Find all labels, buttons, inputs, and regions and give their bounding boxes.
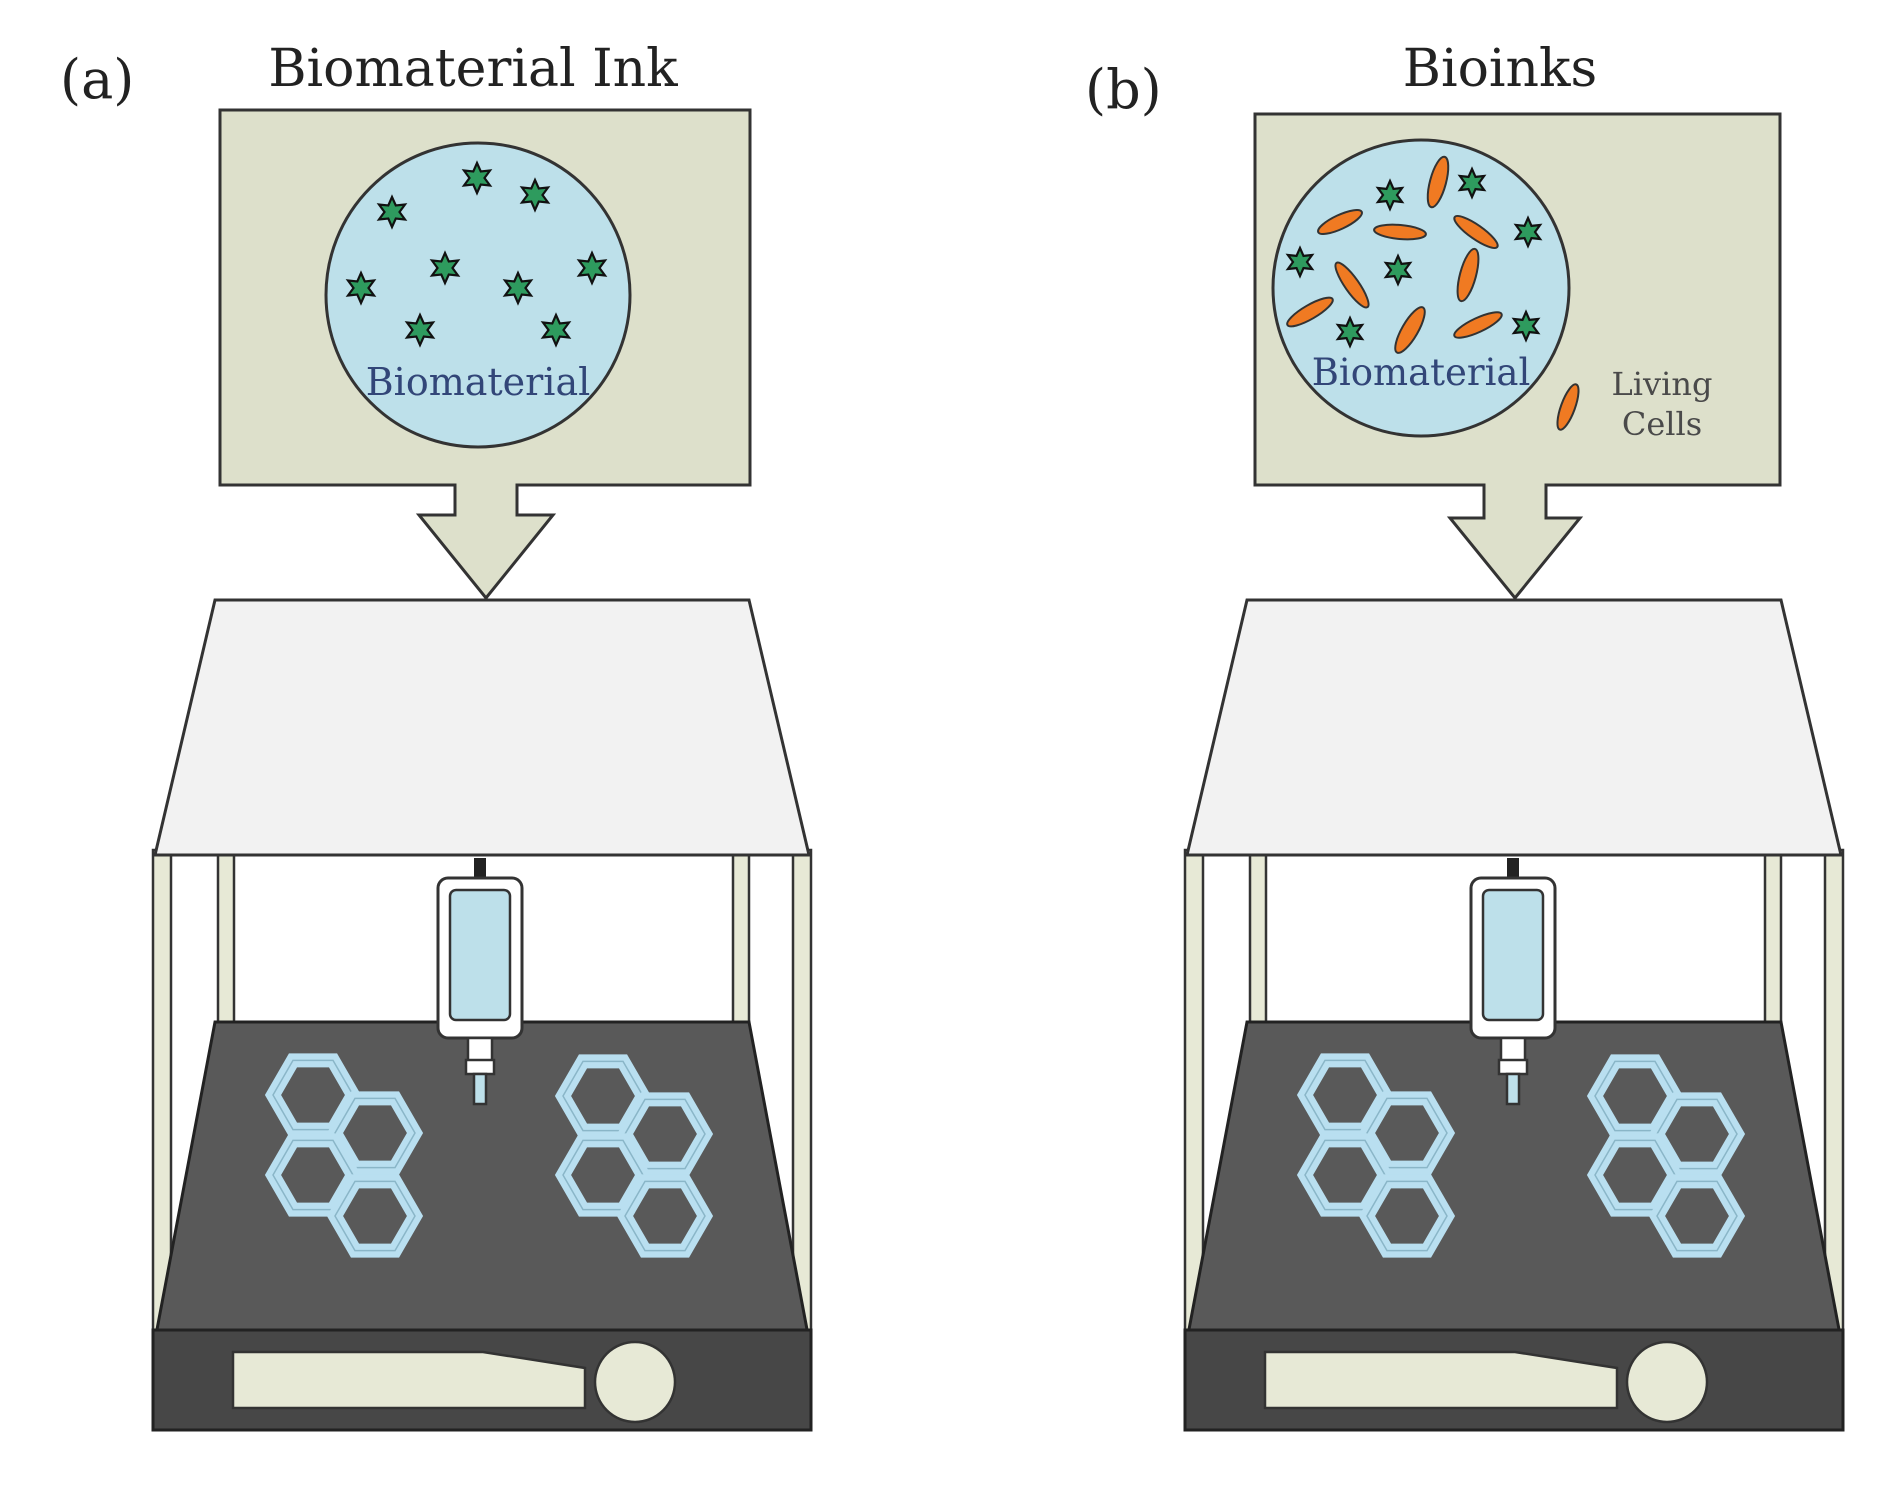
elongated-cell-icon <box>1453 311 1503 339</box>
six-point-star-icon <box>1335 315 1365 349</box>
six-point-star-icon <box>1383 253 1413 287</box>
panel-b-particles <box>1285 155 1543 354</box>
living-cell-legend-icon <box>1556 383 1580 431</box>
six-point-star-icon <box>345 270 377 306</box>
elongated-cell-icon <box>1426 155 1450 209</box>
panel-a-particles <box>345 160 608 348</box>
panel-a-printer <box>151 598 813 1432</box>
hexagon-outline <box>1656 1180 1738 1252</box>
six-point-star-icon <box>376 194 408 230</box>
panel-a-title: Biomaterial Ink <box>268 39 678 99</box>
legend-line-living: Living <box>1612 365 1713 403</box>
panel-a-biomaterial-ink: (a) Biomaterial Ink Biomaterial <box>60 39 813 1432</box>
frame-post-inner-right <box>731 848 751 1032</box>
six-point-star-icon <box>502 270 534 306</box>
hexagon-outline <box>1366 1180 1448 1252</box>
nozzle-ring <box>1497 1058 1529 1076</box>
nozzle-ring <box>464 1058 496 1076</box>
printer-roof <box>1185 598 1843 857</box>
ink-cartridge <box>448 888 512 1022</box>
panel-b-circle-label: Biomaterial <box>1312 351 1531 394</box>
base-display-panel <box>1263 1350 1619 1410</box>
print-head-rod <box>474 858 486 880</box>
nozzle-tip <box>472 1072 488 1106</box>
frame-post-inner-left <box>216 848 236 1032</box>
hexagon-outline <box>334 1097 416 1169</box>
hexagon-outline <box>334 1180 416 1252</box>
panel-b-printer <box>1183 598 1845 1432</box>
control-knob-icon <box>593 1340 677 1424</box>
legend-line-cells: Cells <box>1622 405 1702 443</box>
six-point-star-icon <box>576 250 608 286</box>
printer-roof <box>153 598 811 857</box>
hexagon-outline <box>1366 1097 1448 1169</box>
elongated-cell-icon <box>1286 296 1334 328</box>
six-point-star-icon <box>540 312 572 348</box>
nozzle-tip <box>1505 1072 1521 1106</box>
frame-post-inner-left <box>1248 848 1268 1032</box>
six-point-star-icon <box>1511 309 1541 343</box>
elongated-cell-icon <box>1317 209 1363 235</box>
base-display-panel <box>231 1350 587 1410</box>
panel-a-circle-label: Biomaterial <box>366 360 591 404</box>
hexagon-outline <box>624 1180 706 1252</box>
elongated-cell-icon <box>1373 223 1427 241</box>
six-point-star-icon <box>404 312 436 348</box>
elongated-cell-icon <box>1394 306 1426 354</box>
six-point-star-icon <box>519 177 551 213</box>
six-point-star-icon <box>429 250 461 286</box>
six-point-star-icon <box>461 160 493 196</box>
six-point-star-icon <box>1457 166 1487 200</box>
ink-cartridge <box>1481 888 1545 1022</box>
panel-b-legend: Living Cells <box>1556 365 1713 443</box>
panel-b-title: Bioinks <box>1403 39 1597 99</box>
elongated-cell-icon <box>1456 247 1480 303</box>
six-point-star-icon <box>1285 245 1315 279</box>
panel-b-label: (b) <box>1085 58 1162 121</box>
elongated-cell-icon <box>1453 215 1499 249</box>
panel-b-bioinks: (b) Bioinks Biomaterial Living Cells <box>1085 39 1845 1432</box>
frame-post-inner-right <box>1763 848 1783 1032</box>
elongated-cell-icon <box>1334 261 1370 309</box>
six-point-star-icon <box>1375 178 1405 212</box>
control-knob-icon <box>1625 1340 1709 1424</box>
panel-a-label: (a) <box>60 48 134 111</box>
print-head-rod <box>1507 858 1519 880</box>
six-point-star-icon <box>1513 215 1543 249</box>
